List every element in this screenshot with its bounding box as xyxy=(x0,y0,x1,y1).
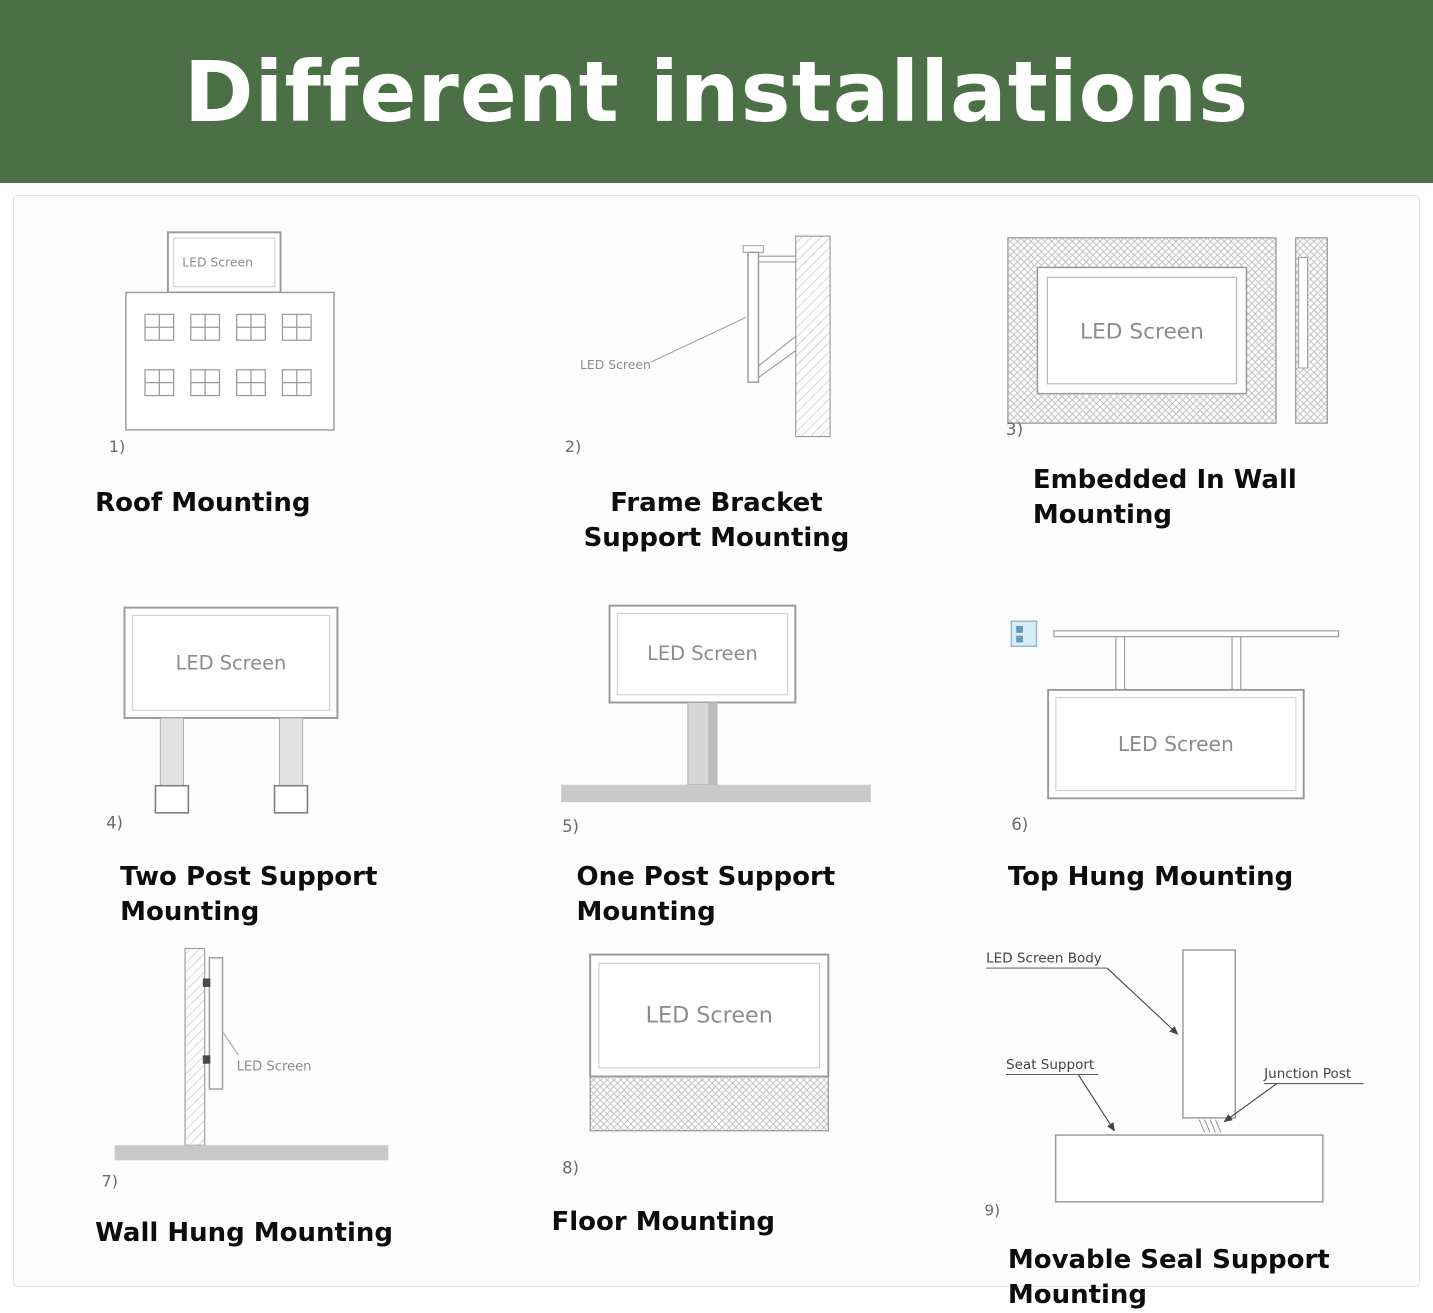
diagram-cell-top-hung: LED Screen 6) Top Hung Mounting xyxy=(945,596,1401,941)
led-screen-text-1: LED Screen xyxy=(182,255,253,270)
annotation-junction-post: Junction Post xyxy=(1263,1066,1351,1082)
diagram-number-2: 2) xyxy=(565,437,582,456)
diagram-number-4: 4) xyxy=(106,813,123,832)
label-embedded-wall: Embedded In Wall Mounting xyxy=(1032,465,1297,531)
label-movable-seal: Movable Seal Support Mounting xyxy=(1007,1244,1330,1310)
annotation-led-screen-body: LED Screen Body xyxy=(986,951,1102,967)
annotation-seat-support: Seat Support xyxy=(1006,1057,1094,1073)
wall-hung-diagram: LED Screen 7) xyxy=(102,947,389,1191)
label-roof-mounting: Roof Mounting xyxy=(95,488,311,518)
label-frame-bracket: Frame Bracket Support Mounting xyxy=(583,488,850,554)
diagram-cell-two-post: LED Screen 4) Two Post Support Mounting xyxy=(32,596,488,941)
diagram-cell-embedded-wall: LED Screen 3) Embedded In Wall Mounting xyxy=(945,224,1401,596)
diagram-number-3: 3) xyxy=(1006,419,1023,439)
diagram-number-8: 8) xyxy=(563,1158,580,1177)
led-screen-text-5: LED Screen xyxy=(648,642,759,665)
led-screen-text-6: LED Screen xyxy=(1118,732,1234,756)
movable-seal-diagram: LED Screen Body Seat Support Junction Po… xyxy=(984,949,1364,1219)
diagram-cell-one-post: LED Screen 5) One Post Support Mounting xyxy=(488,596,944,941)
top-hung-diagram: LED Screen 6) xyxy=(1010,620,1339,834)
one-post-diagram: LED Screen 5) xyxy=(561,604,872,836)
diagram-cell-movable-seal: LED Screen Body Seat Support Junction Po… xyxy=(945,941,1401,1313)
diagram-cell-wall-hung: LED Screen 7) Wall Hung Mounting xyxy=(32,941,488,1313)
led-screen-text-7: LED Screen xyxy=(237,1059,312,1074)
two-post-diagram: LED Screen 4) xyxy=(106,606,339,832)
led-screen-text-4: LED Screen xyxy=(176,652,287,675)
header-banner: Different installations xyxy=(0,0,1433,183)
label-top-hung: Top Hung Mounting xyxy=(1007,862,1294,892)
frame-bracket-diagram: LED Screen 2) xyxy=(565,235,831,456)
diagram-number-1: 1) xyxy=(108,437,125,456)
content-panel: LED Screen 1) Roof Mounting xyxy=(13,195,1420,1310)
diagram-cell-frame-bracket: LED Screen 2) Frame Bracket Support Moun… xyxy=(488,224,944,596)
diagram-number-9: 9) xyxy=(984,1201,1000,1219)
diagram-cell-roof-mounting: LED Screen 1) Roof Mounting xyxy=(32,224,488,596)
roof-mounting-diagram: LED Screen 1) xyxy=(108,231,335,456)
diagram-number-5: 5) xyxy=(563,817,580,836)
embedded-wall-diagram: LED Screen 3) xyxy=(1006,237,1329,439)
floor-mounting-diagram: LED Screen 8) xyxy=(563,953,830,1177)
label-floor: Floor Mounting xyxy=(551,1207,775,1237)
installation-grid: LED Screen 1) Roof Mounting xyxy=(32,224,1401,1313)
label-two-post: Two Post Support Mounting xyxy=(120,862,378,928)
led-screen-text-8: LED Screen xyxy=(646,1002,773,1028)
label-wall-hung: Wall Hung Mounting xyxy=(95,1218,393,1248)
diagram-cell-floor: LED Screen 8) Floor Mounting xyxy=(488,941,944,1313)
label-one-post: One Post Support Mounting xyxy=(576,862,836,928)
blue-marker-icon xyxy=(1010,620,1038,648)
page-title: Different installations xyxy=(183,42,1250,141)
diagram-number-7: 7) xyxy=(102,1172,118,1191)
diagram-number-6: 6) xyxy=(1011,815,1028,834)
led-screen-text-3: LED Screen xyxy=(1080,319,1204,344)
led-screen-text-2: LED Screen xyxy=(580,357,651,372)
